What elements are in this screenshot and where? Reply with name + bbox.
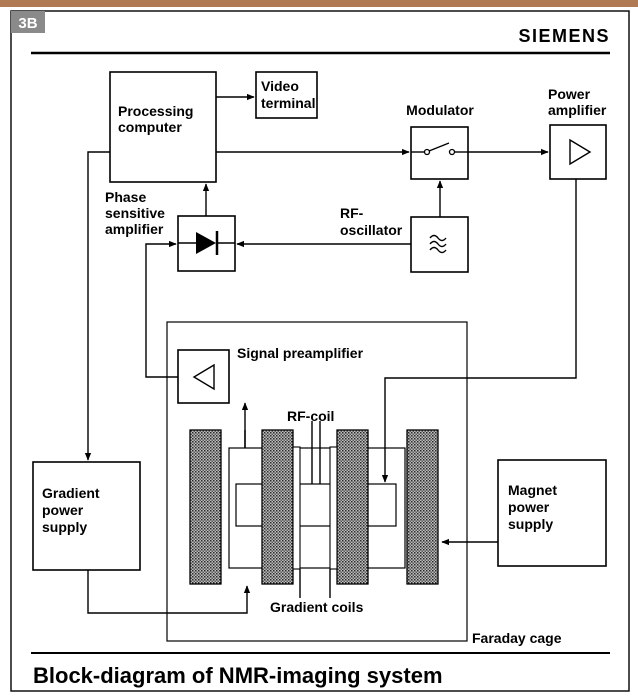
brand-logo: SIEMENS (518, 26, 610, 46)
photo-strip (0, 0, 638, 7)
gradient-coil-left (261, 429, 294, 585)
modulator-block (410, 126, 469, 180)
preamp-to-psa-arrow (145, 240, 178, 378)
gradient-coils-label: Gradient coils (270, 599, 364, 615)
video-terminal-block (255, 71, 318, 119)
rf-oscillator-block (410, 216, 469, 273)
rf-oscillator-label: RF- oscillator (340, 205, 403, 238)
faraday-cage-boundary (166, 321, 468, 642)
diode-icon (178, 231, 235, 255)
rf-coil-label: RF-coil (287, 408, 334, 424)
rf-coil-body (235, 483, 397, 527)
figure-tag-label: 3B (18, 15, 37, 32)
computer-to-gradient-supply-arrow (84, 151, 110, 461)
caption-title: Block-diagram of NMR-imaging system (33, 663, 443, 688)
gradient-supply-to-coils-arrow (87, 570, 251, 614)
magnet-coil-right (406, 429, 439, 585)
sine-wave-icon (429, 234, 447, 254)
processing-computer-block (109, 71, 217, 183)
faraday-cage-label: Faraday cage (472, 630, 562, 646)
bore-outline (228, 447, 406, 569)
gradient-power-supply-label: Gradient power supply (42, 485, 103, 535)
signal-preamplifier-label: Signal preamplifier (237, 345, 364, 361)
preamp-triangle-icon (192, 363, 215, 391)
switch-icon (411, 142, 468, 156)
gradient-coil-right-rim (329, 446, 338, 570)
figure-tag: 3B (11, 11, 45, 33)
gradient-coil-right (336, 429, 369, 585)
gradient-power-supply-block (32, 461, 141, 571)
magnet-coil-left (189, 429, 222, 585)
processing-computer-label: Processing computer (118, 103, 197, 135)
video-terminal-label: Video terminal (261, 78, 315, 111)
gradient-coil-left-rim (292, 446, 301, 570)
magnet-power-supply-block (497, 459, 607, 567)
amplifier-triangle-icon (569, 138, 592, 166)
power-amplifier-label: Power amplifier (548, 86, 607, 118)
phase-sensitive-amplifier-label: Phase sensitive amplifier (105, 189, 169, 237)
magnet-power-supply-label: Magnet power supply (508, 482, 561, 532)
modulator-label: Modulator (406, 102, 474, 118)
power-amp-to-coil-arrow (381, 179, 577, 483)
